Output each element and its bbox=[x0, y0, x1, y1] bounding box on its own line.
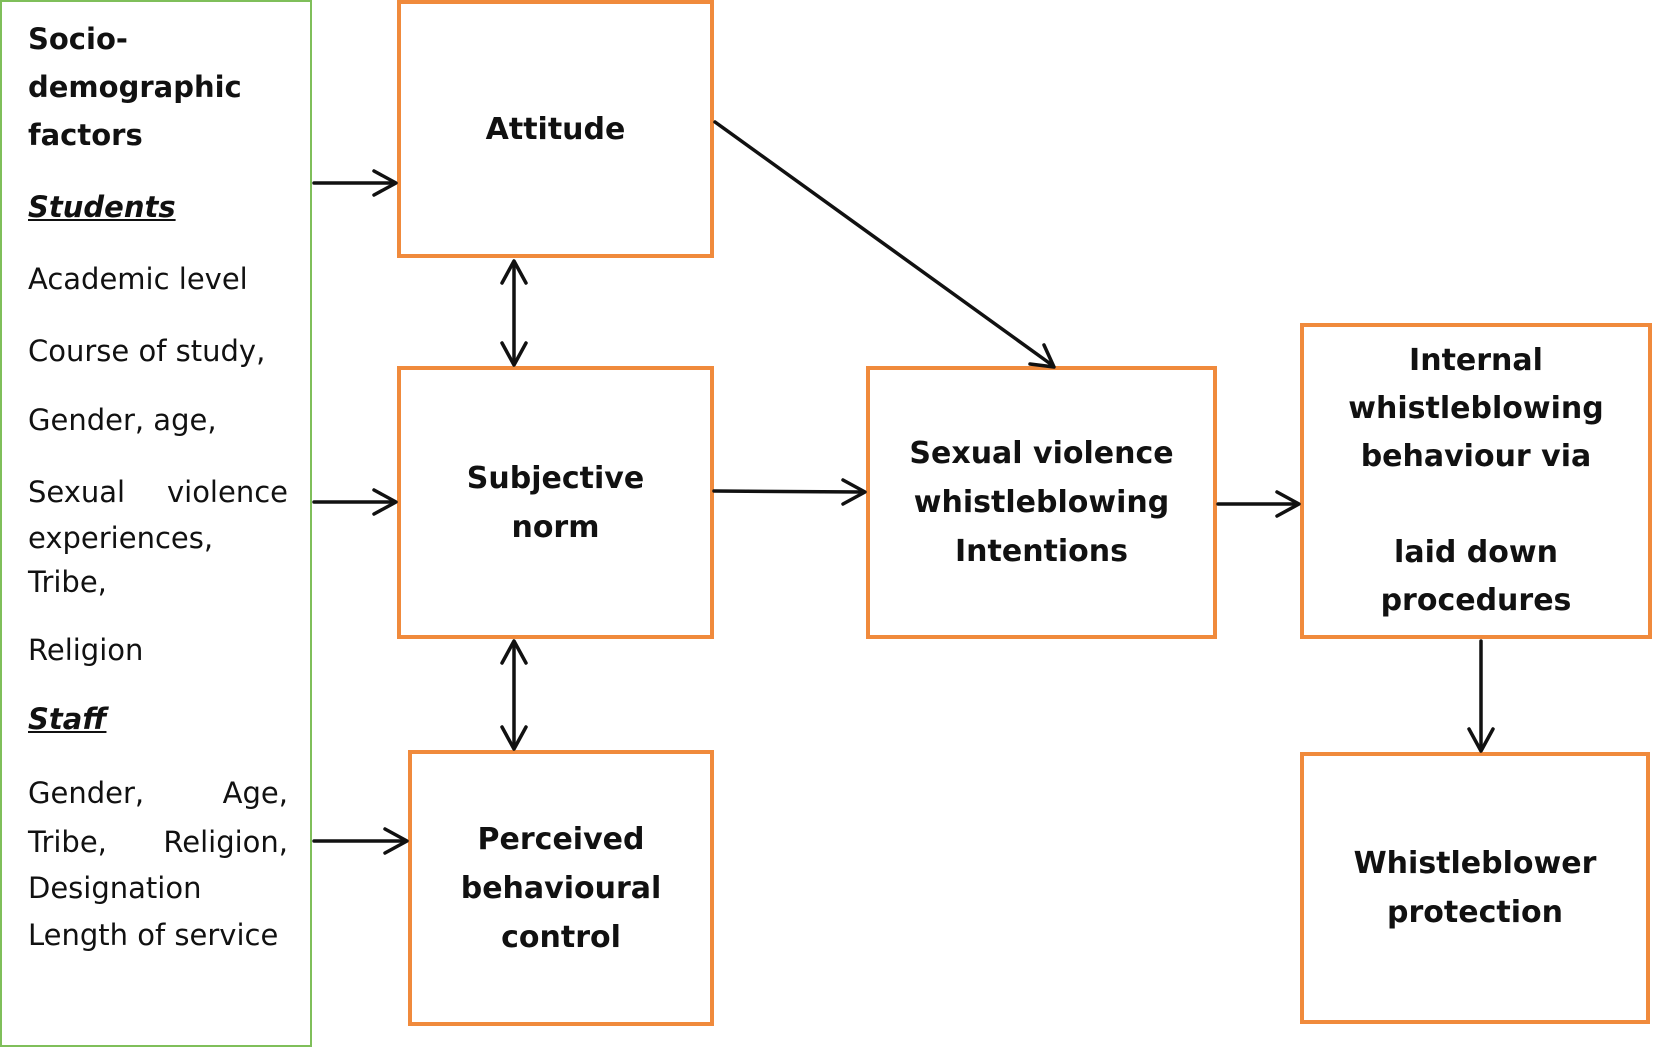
students-item-sexual-violence: Sexual violence bbox=[28, 475, 288, 509]
staff-item-designation: Designation bbox=[28, 871, 202, 905]
arrow-factors-to-attitude bbox=[312, 169, 398, 197]
students-item-tribe: Tribe, bbox=[28, 565, 107, 599]
subjective-norm-box: Subjective norm bbox=[397, 366, 714, 639]
behaviour-box: Internal whistleblowing behaviour via la… bbox=[1300, 323, 1652, 639]
behaviour-label: Internal whistleblowing behaviour via la… bbox=[1348, 343, 1604, 618]
staff-item-length-of-service: Length of service bbox=[28, 918, 279, 952]
students-item-gender-age: Gender, age, bbox=[28, 403, 217, 437]
arrow-attitude-subjective-norm bbox=[500, 259, 528, 367]
subjective-norm-label: Subjective norm bbox=[466, 460, 645, 545]
students-item-experiences: experiences, bbox=[28, 521, 214, 555]
factors-title: Socio- demographic factors bbox=[28, 22, 242, 152]
attitude-label: Attitude bbox=[485, 111, 626, 147]
perceived-behavioural-control-box: Perceived behavioural control bbox=[408, 750, 714, 1026]
arrow-intentions-to-behaviour bbox=[1216, 490, 1301, 518]
arrow-attitude-to-intentions bbox=[713, 120, 1056, 369]
students-item-course-of-study: Course of study, bbox=[28, 334, 266, 368]
intentions-label: Sexual violence whistleblowing Intention… bbox=[909, 436, 1174, 569]
staff-heading: Staff bbox=[28, 702, 107, 736]
arrow-subjective-norm-to-intentions bbox=[712, 478, 867, 506]
students-item-religion: Religion bbox=[28, 633, 144, 667]
perceived-behavioural-control-label: Perceived behavioural control bbox=[460, 821, 662, 955]
arrow-behaviour-to-protection bbox=[1467, 639, 1495, 753]
students-item-academic-level: Academic level bbox=[28, 262, 248, 296]
whistleblower-protection-box: Whistleblower protection bbox=[1300, 752, 1650, 1024]
whistleblower-protection-label: Whistleblower protection bbox=[1353, 846, 1597, 930]
arrow-factors-to-pbc bbox=[312, 827, 409, 855]
staff-item-gender-age: Gender, Age, bbox=[28, 776, 288, 810]
attitude-box: Attitude bbox=[397, 0, 714, 258]
intentions-box: Sexual violence whistleblowing Intention… bbox=[866, 366, 1217, 639]
students-heading: Students bbox=[28, 190, 176, 224]
arrow-subjective-norm-pbc bbox=[500, 639, 528, 751]
staff-item-tribe-religion: Tribe, Religion, bbox=[28, 825, 288, 859]
socio-demographic-factors-panel: Socio- demographic factors Students Acad… bbox=[0, 0, 312, 1047]
arrow-factors-to-subjective-norm bbox=[312, 488, 398, 516]
